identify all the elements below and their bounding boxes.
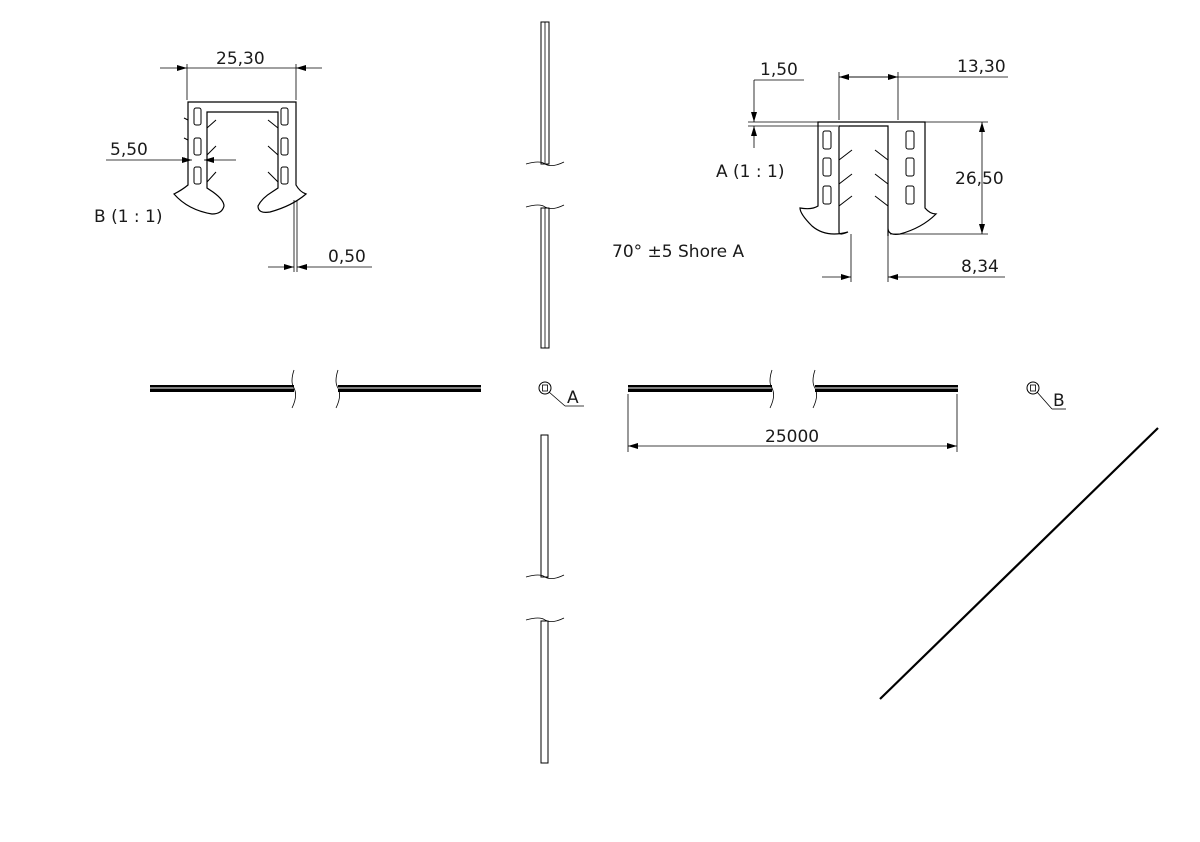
detail-b-view: 25,30 5,50 0,50 B (1 : 1) (94, 49, 372, 272)
detail-b-fins (183, 117, 279, 183)
callout-b: B (1026, 381, 1066, 411)
isometric-profile-line (879, 427, 1159, 700)
vertical-profile-top (525, 21, 565, 349)
detail-a-view: 1,50 13,30 26,50 8,34 A (1 : 1) (716, 57, 1008, 282)
detail-b-slots-right (280, 107, 289, 185)
detail-b-caption: B (1 : 1) (94, 207, 163, 227)
dim-a-width-label: 13,30 (957, 57, 1006, 77)
dim-b-slot: 5,50 (106, 140, 236, 163)
dim-a-width: 13,30 (838, 57, 1008, 120)
horizontal-profile-left (150, 369, 481, 409)
vertical-profile-bottom (525, 434, 565, 764)
dim-b-wall-label: 0,50 (328, 247, 366, 267)
dim-a-gap-label: 8,34 (961, 257, 999, 277)
detail-a-slots-right (905, 130, 915, 205)
dim-length: 25000 (627, 394, 958, 452)
detail-b-slots-left (193, 107, 202, 185)
callout-a-letter: A (567, 388, 579, 408)
callout-b-letter: B (1053, 391, 1065, 411)
dim-a-top-offset-label: 1,50 (760, 60, 798, 80)
dim-b-width-label: 25,30 (216, 49, 265, 69)
dim-a-top-offset: 1,50 (748, 60, 838, 148)
detail-a-profile (799, 121, 938, 236)
detail-a-fins (838, 149, 889, 207)
detail-b-profile (173, 101, 308, 215)
dim-a-height: 26,50 (890, 121, 1004, 235)
dim-b-slot-label: 5,50 (110, 140, 148, 160)
dim-a-gap: 8,34 (822, 234, 1005, 282)
horizontal-profile-right (628, 369, 958, 409)
material-note: 70° ±5 Shore A (612, 242, 744, 262)
dim-b-wall: 0,50 (268, 200, 372, 272)
detail-a-caption: A (1 : 1) (716, 162, 784, 182)
detail-a-slots-left (822, 130, 832, 205)
dim-b-width: 25,30 (160, 49, 322, 100)
dim-length-label: 25000 (765, 427, 819, 447)
dim-a-height-label: 26,50 (955, 169, 1004, 189)
callout-a: A (538, 381, 584, 408)
